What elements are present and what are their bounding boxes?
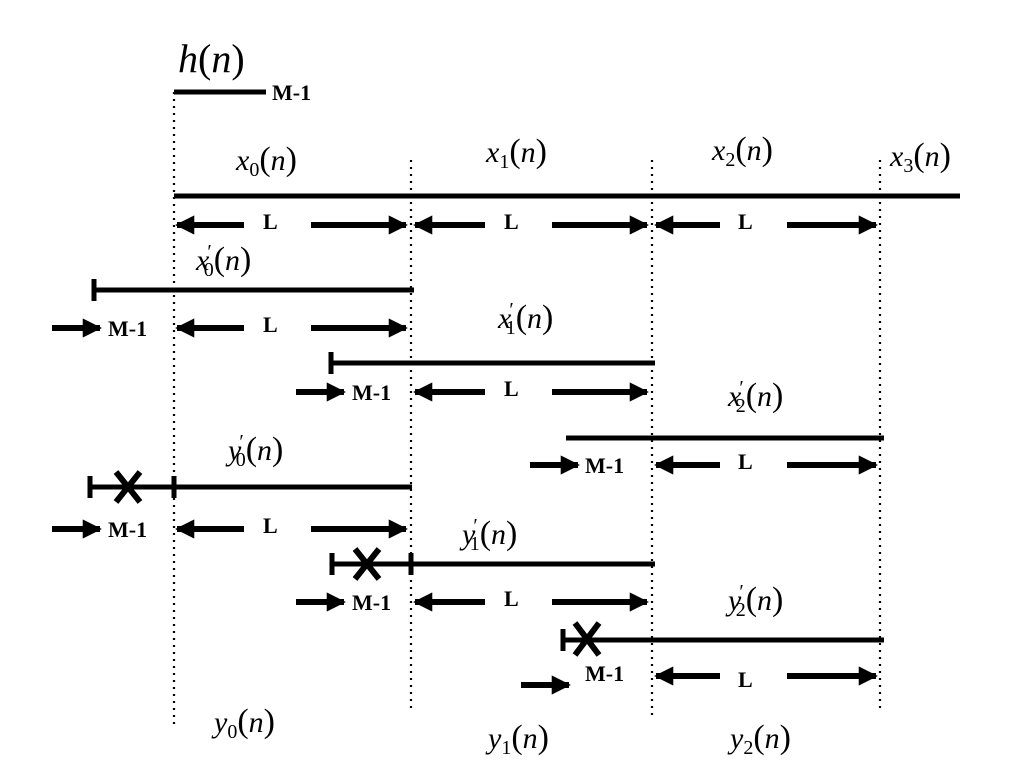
partial-output-label-0: y′0(n): [225, 431, 283, 471]
block-length-dimension-1: L: [413, 209, 649, 235]
discard-x-icon-0: [113, 470, 143, 504]
block-length-label: L: [738, 209, 753, 234]
impulse-response-label: h(n): [178, 36, 245, 81]
output-label-0: y0(n): [211, 703, 275, 743]
output-label-2: y2(n): [727, 719, 791, 759]
block-length-label: L: [738, 449, 753, 474]
overlap-label: M-1: [352, 380, 391, 405]
block-length-dimension-7: L: [413, 586, 649, 612]
block-length-dimension-6: L: [175, 513, 408, 539]
block-length-label: L: [263, 312, 278, 337]
overlap-dimension-2: M-1: [530, 453, 624, 478]
block-length-dimension-4: L: [413, 376, 649, 402]
block-length-dimension-0: L: [175, 209, 408, 235]
discard-x-icon-1: [352, 547, 382, 581]
overlap-dimension-3: M-1: [52, 517, 147, 542]
overlap-label: M-1: [585, 453, 624, 478]
partial-output-label-1: y′1(n): [459, 515, 517, 555]
input-label-1: x1(n): [485, 133, 547, 173]
overlap-dimension-0: M-1: [52, 316, 147, 341]
block-length-dimension-8: L: [654, 666, 878, 692]
padded-input-label-2: x′2(n): [727, 377, 783, 417]
partial-output-label-2: y′2(n): [725, 581, 783, 621]
block-length-dimension-5: L: [654, 449, 878, 475]
overlap-label: M-1: [108, 316, 147, 341]
block-length-label: L: [504, 209, 519, 234]
overlap-label: M-1: [352, 590, 391, 615]
block-length-dimension-3: L: [175, 312, 408, 338]
impulse-length-label: M-1: [272, 80, 311, 105]
block-length-label: L: [263, 513, 278, 538]
block-length-label: L: [504, 586, 519, 611]
input-label-3: x3(n): [889, 137, 951, 177]
block-length-label: L: [504, 376, 519, 401]
block-length-label: L: [738, 667, 753, 692]
overlap-dimension-4: M-1: [296, 590, 391, 615]
block-length-dimension-2: L: [654, 209, 878, 235]
overlap-dimension-5: M-1: [521, 661, 624, 695]
padded-input-label-1: x′1(n): [497, 299, 553, 339]
overlap-label: M-1: [585, 661, 624, 686]
input-label-2: x2(n): [711, 131, 773, 171]
overlap-dimension-1: M-1: [296, 380, 391, 405]
output-label-1: y1(n): [485, 719, 549, 759]
overlap-label: M-1: [108, 517, 147, 542]
block-length-label: L: [263, 209, 278, 234]
input-label-0: x0(n): [235, 141, 297, 181]
discard-x-icon-2: [572, 621, 602, 657]
padded-input-label-0: x′0(n): [195, 241, 251, 281]
